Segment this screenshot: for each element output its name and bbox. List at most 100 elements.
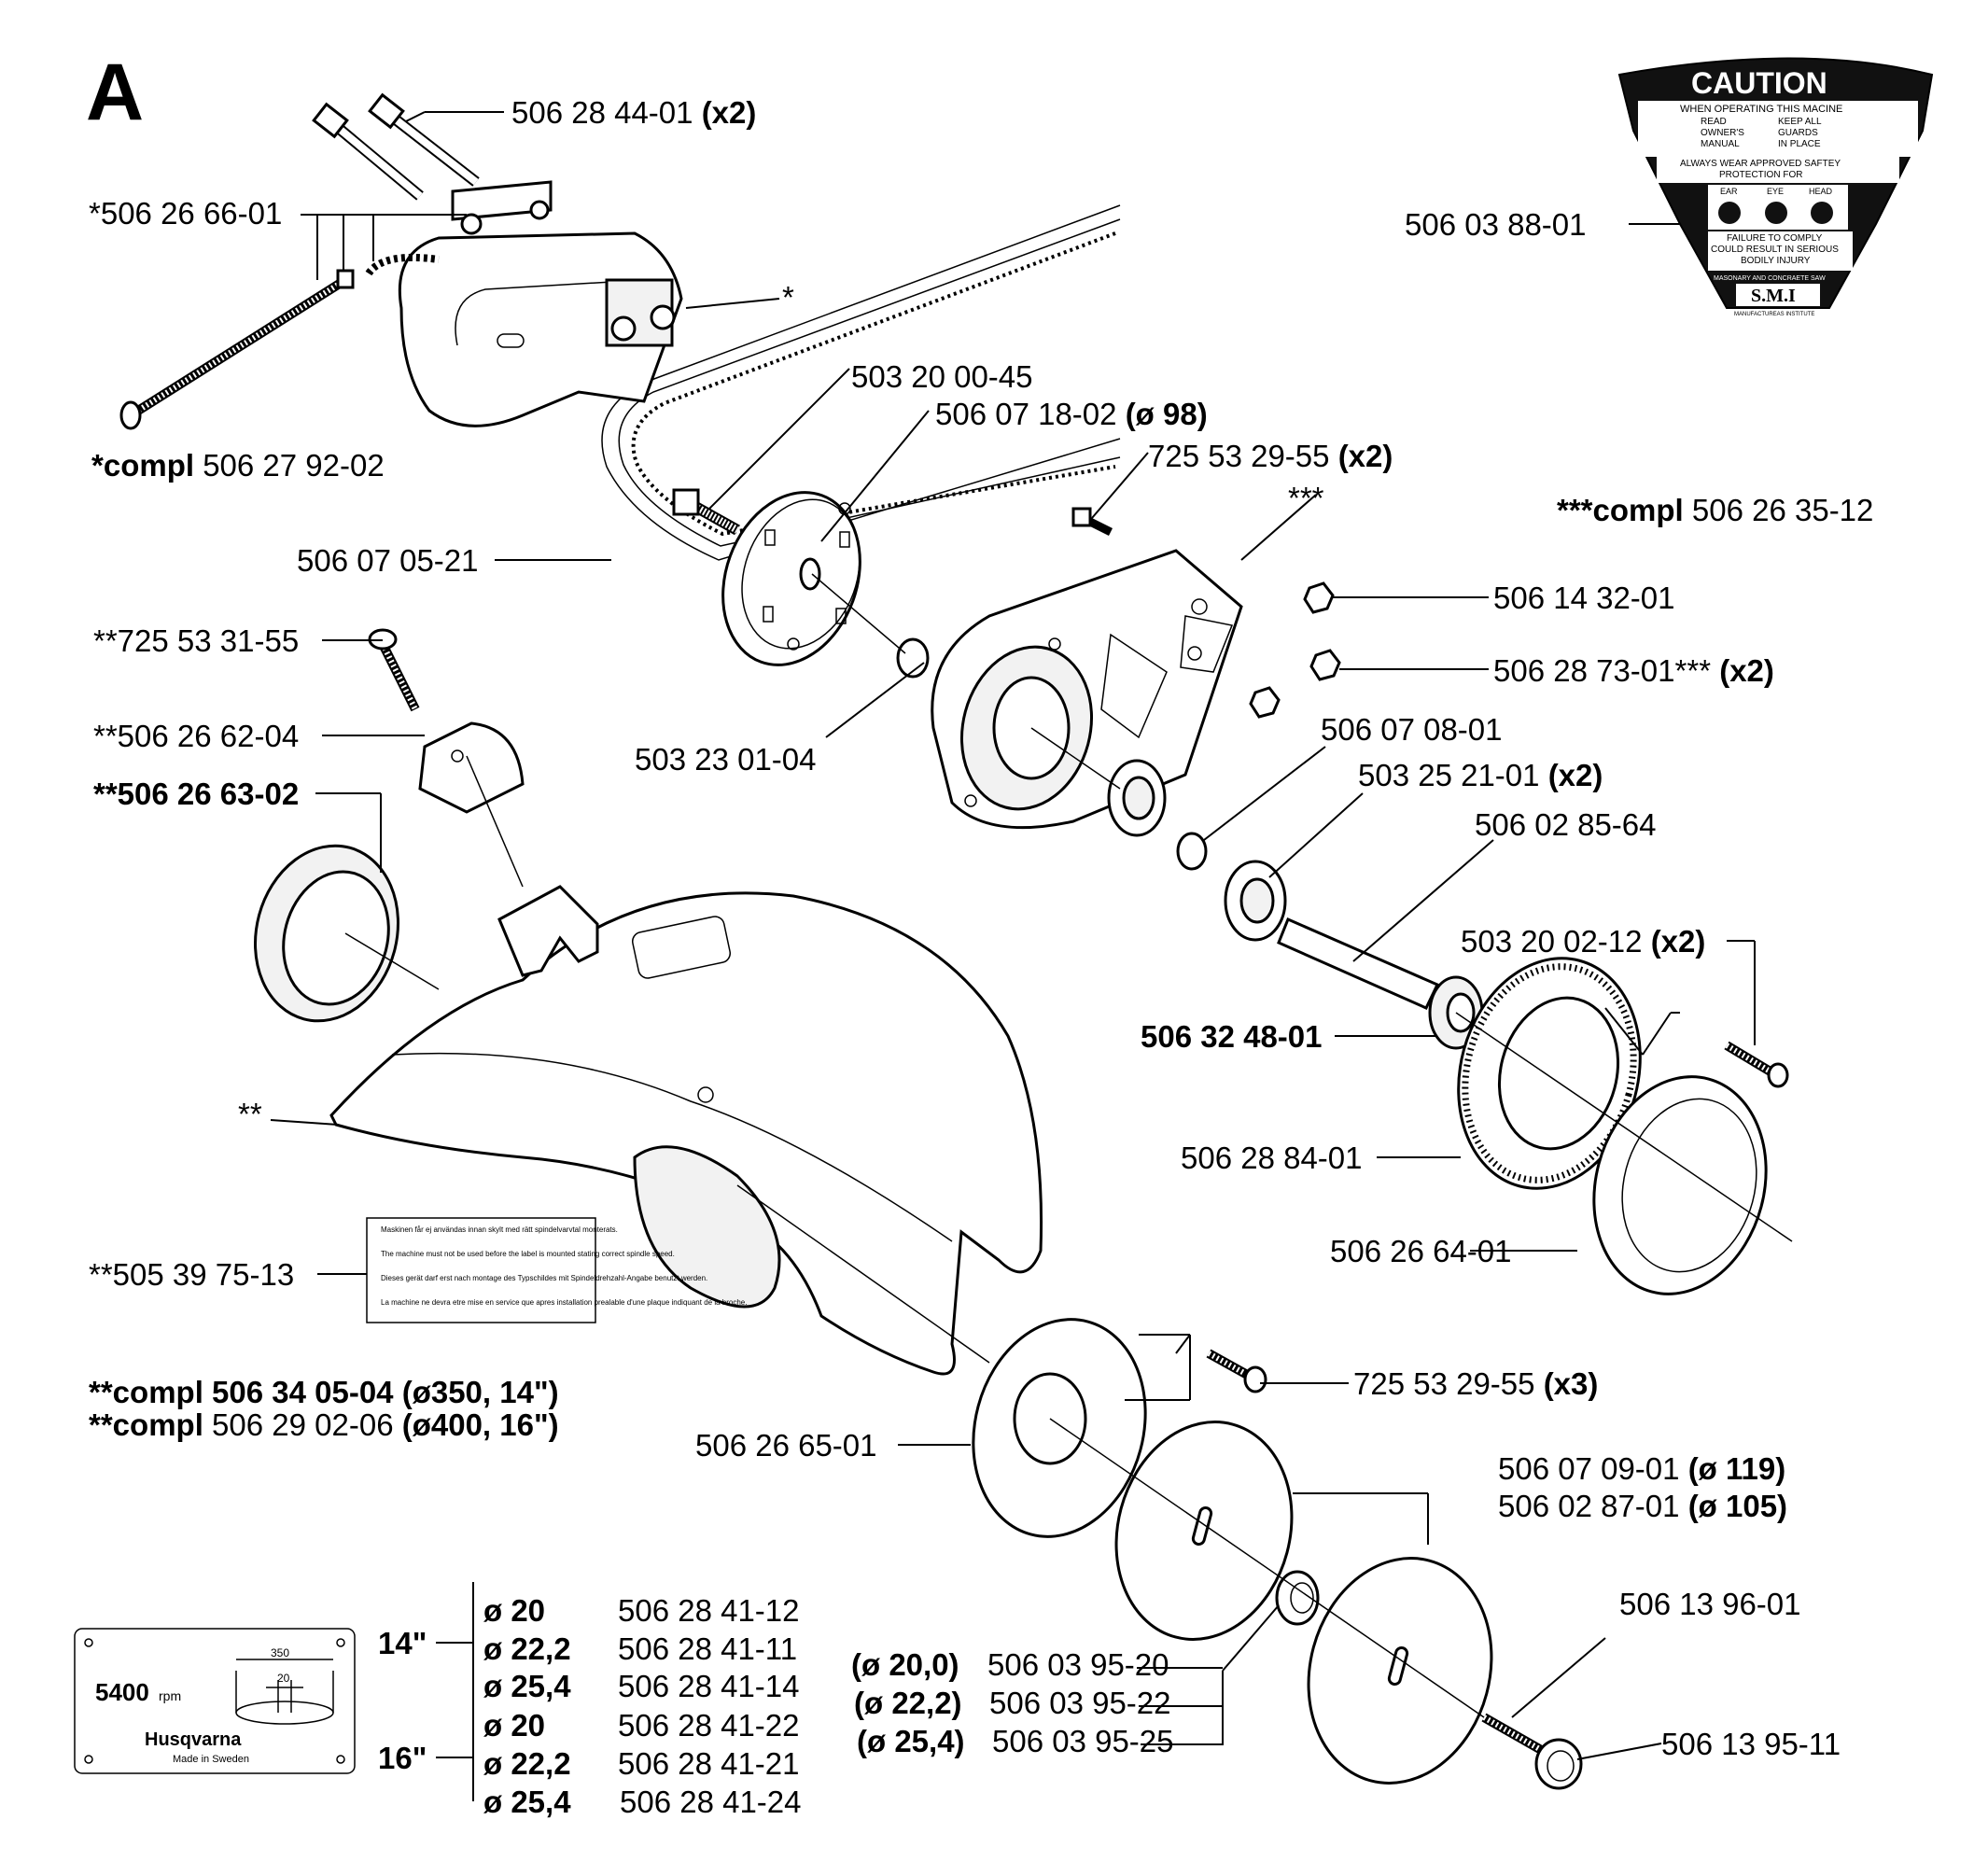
label-506-28-84-01: 506 28 84-01 [1181, 1141, 1363, 1175]
bushing-size-16: 16" [378, 1741, 427, 1775]
bushing-16-dia-2: ø 25,4 [483, 1785, 571, 1819]
flange-screw-small [1206, 1349, 1267, 1393]
caution-box2-1: GUARDS [1778, 128, 1818, 138]
bushing-16-part-0: 506 28 41-22 [618, 1708, 800, 1743]
label-505-39-75-13: **505 39 75-13 [89, 1257, 294, 1292]
spindle-label-3: La machine ne devra etre mise en service… [381, 1298, 747, 1307]
rating-plate: 5400 rpm 350 20 Husqvarna Made in Sweden [74, 1628, 356, 1774]
caution-box1-2: MANUAL [1701, 139, 1740, 149]
label-506-26-62-04: **506 26 62-04 [93, 719, 299, 753]
label-506-07-05-21: 506 07 05-21 [297, 543, 479, 578]
label-506-02-85-64: 506 02 85-64 [1475, 807, 1657, 842]
blade-guard [329, 891, 1043, 1376]
label-506-32-48-01: 506 32 48-01 [1141, 1019, 1323, 1054]
spindle-label-2: Dieses gerät darf erst nach montage des … [381, 1274, 707, 1282]
bushing-14-part-2: 506 28 41-14 [618, 1669, 800, 1703]
pulley-washer [896, 637, 930, 679]
belt-guard-tensioner [398, 180, 683, 427]
label-506-03-88-01: 506 03 88-01 [1405, 207, 1587, 242]
spindle-shaft [1277, 917, 1440, 1010]
pulley-bolt [672, 488, 740, 536]
bearing-spacer [1176, 832, 1208, 871]
label-503-20-00-45: 503 20 00-45 [851, 359, 1033, 394]
spindle-label-0: Maskinen får ej användas innan skylt med… [381, 1225, 618, 1234]
housing-screw [1071, 507, 1113, 537]
bushing-16-dia-1: ø 22,2 [483, 1746, 571, 1781]
washer-part-0: 506 03 95-20 [987, 1647, 1169, 1682]
label-compl-506-29-02-06: **compl 506 29 02-06 (ø400, 16") [89, 1407, 559, 1442]
caution-icon-ear: EAR [1720, 187, 1738, 196]
parts-drawing [119, 92, 1793, 1790]
label-506-07-18-02: 506 07 18-02 (ø 98) [935, 397, 1208, 431]
guard-bolts [312, 92, 480, 201]
tensioner-screw [119, 253, 440, 430]
bearing-housing [931, 549, 1243, 830]
label-506-28-44-01: 506 28 44-01 (x2) [511, 95, 756, 130]
caution-icon-head: HEAD [1809, 187, 1833, 196]
label-compl-506-34-05-04: **compl 506 34 05-04 (ø350, 14") [89, 1375, 559, 1409]
bearing-left [1107, 759, 1167, 837]
clamp-screw [368, 628, 420, 712]
caution-warn-1: COULD RESULT IN SERIOUS [1711, 245, 1839, 255]
bushing-16-part-2: 506 28 41-24 [620, 1785, 802, 1819]
bushing-14-dia-1: ø 22,2 [483, 1631, 571, 1666]
bushing-14-part-0: 506 28 41-12 [618, 1593, 800, 1628]
caution-decal: CAUTION WHEN OPERATING THIS MACINE READ … [1617, 57, 1934, 317]
made-in: Made in Sweden [173, 1754, 249, 1765]
blade-washer [1114, 1421, 1294, 1641]
label-3star: *** [1288, 481, 1324, 515]
nut-1 [1303, 581, 1335, 614]
caution-warn-2: BODILY INJURY [1741, 256, 1811, 266]
label-506-14-32-01: 506 14 32-01 [1493, 581, 1675, 615]
bushing-16-part-1: 506 28 41-21 [618, 1746, 800, 1781]
label-506-28-73-01: 506 28 73-01*** (x2) [1493, 653, 1774, 688]
label-725-53-29-55-x3: 725 53 29-55 (x3) [1353, 1366, 1598, 1401]
label-star: * [782, 280, 794, 315]
dim-inner: 20 [277, 1672, 290, 1685]
label-506-26-63-02: **506 26 63-02 [93, 777, 299, 811]
dim-outer: 350 [271, 1646, 289, 1659]
label-compl-506-26-35-12: ***compl 506 26 35-12 [1557, 493, 1873, 527]
outer-flange [1307, 1557, 1493, 1785]
spindle-label-1: The machine must not be used before the … [381, 1250, 675, 1258]
drive-belt [601, 204, 1121, 561]
brand-name: Husqvarna [145, 1729, 242, 1750]
flange-ring [1592, 1075, 1768, 1295]
label-725-53-29-55-x2: 725 53 29-55 (x2) [1148, 439, 1393, 473]
bushing-ring [1275, 1570, 1320, 1626]
leader-lines [270, 111, 1756, 1801]
washer-dia-0: (ø 20,0) [851, 1647, 959, 1682]
label-506-26-65-01: 506 26 65-01 [695, 1428, 877, 1463]
nut-3 [1249, 686, 1281, 719]
caution-icon-eye: EYE [1767, 187, 1784, 196]
washer-table: (ø 20,0) 506 03 95-20 (ø 22,2) 506 03 95… [851, 1647, 1223, 1758]
washer-part-2: 506 03 95-25 [992, 1724, 1174, 1758]
bushing-14-part-1: 506 28 41-11 [618, 1631, 797, 1666]
rpm-unit: rpm [159, 1688, 181, 1703]
pulley [721, 491, 861, 666]
bushing-16-dia-0: ø 20 [483, 1708, 545, 1743]
part-labels: 506 28 44-01 (x2) *506 26 66-01 * *compl… [89, 95, 1873, 1761]
caution-box1-1: OWNER'S [1701, 128, 1744, 138]
caution-saw: MASONARY AND CONCRAETE SAW [1714, 275, 1826, 282]
label-503-20-02-12: 503 20 02-12 (x2) [1461, 924, 1705, 959]
caution-box2-0: KEEP ALL [1778, 117, 1822, 127]
caution-org: S.M.I [1751, 286, 1796, 306]
caution-line2: ALWAYS WEAR APPROVED SAFTEY [1680, 159, 1841, 169]
washer-dia-2: (ø 25,4) [857, 1724, 965, 1758]
outer-gear-ring [1457, 957, 1642, 1190]
label-725-53-31-55: **725 53 31-55 [93, 623, 299, 658]
guard-clamp [497, 885, 599, 977]
caution-line3: PROTECTION FOR [1719, 170, 1802, 180]
label-506-26-64-01: 506 26 64-01 [1330, 1234, 1512, 1268]
label-506-13-95-11: 506 13 95-11 [1661, 1727, 1841, 1761]
label-506-07-08-01: 506 07 08-01 [1321, 712, 1503, 747]
washer-part-1: 506 03 95-22 [989, 1686, 1171, 1720]
bushing-table: 14" ø 20 506 28 41-12 ø 22,2 506 28 41-1… [378, 1593, 802, 1819]
label-503-23-01-04: 503 23 01-04 [635, 742, 817, 777]
nut-2 [1309, 649, 1341, 681]
label-503-25-21-01: 503 25 21-01 (x2) [1358, 758, 1603, 792]
caution-warn-0: FAILURE TO COMPLY [1727, 233, 1823, 244]
label-506-07-09-01: 506 07 09-01 (ø 119) [1498, 1451, 1785, 1486]
